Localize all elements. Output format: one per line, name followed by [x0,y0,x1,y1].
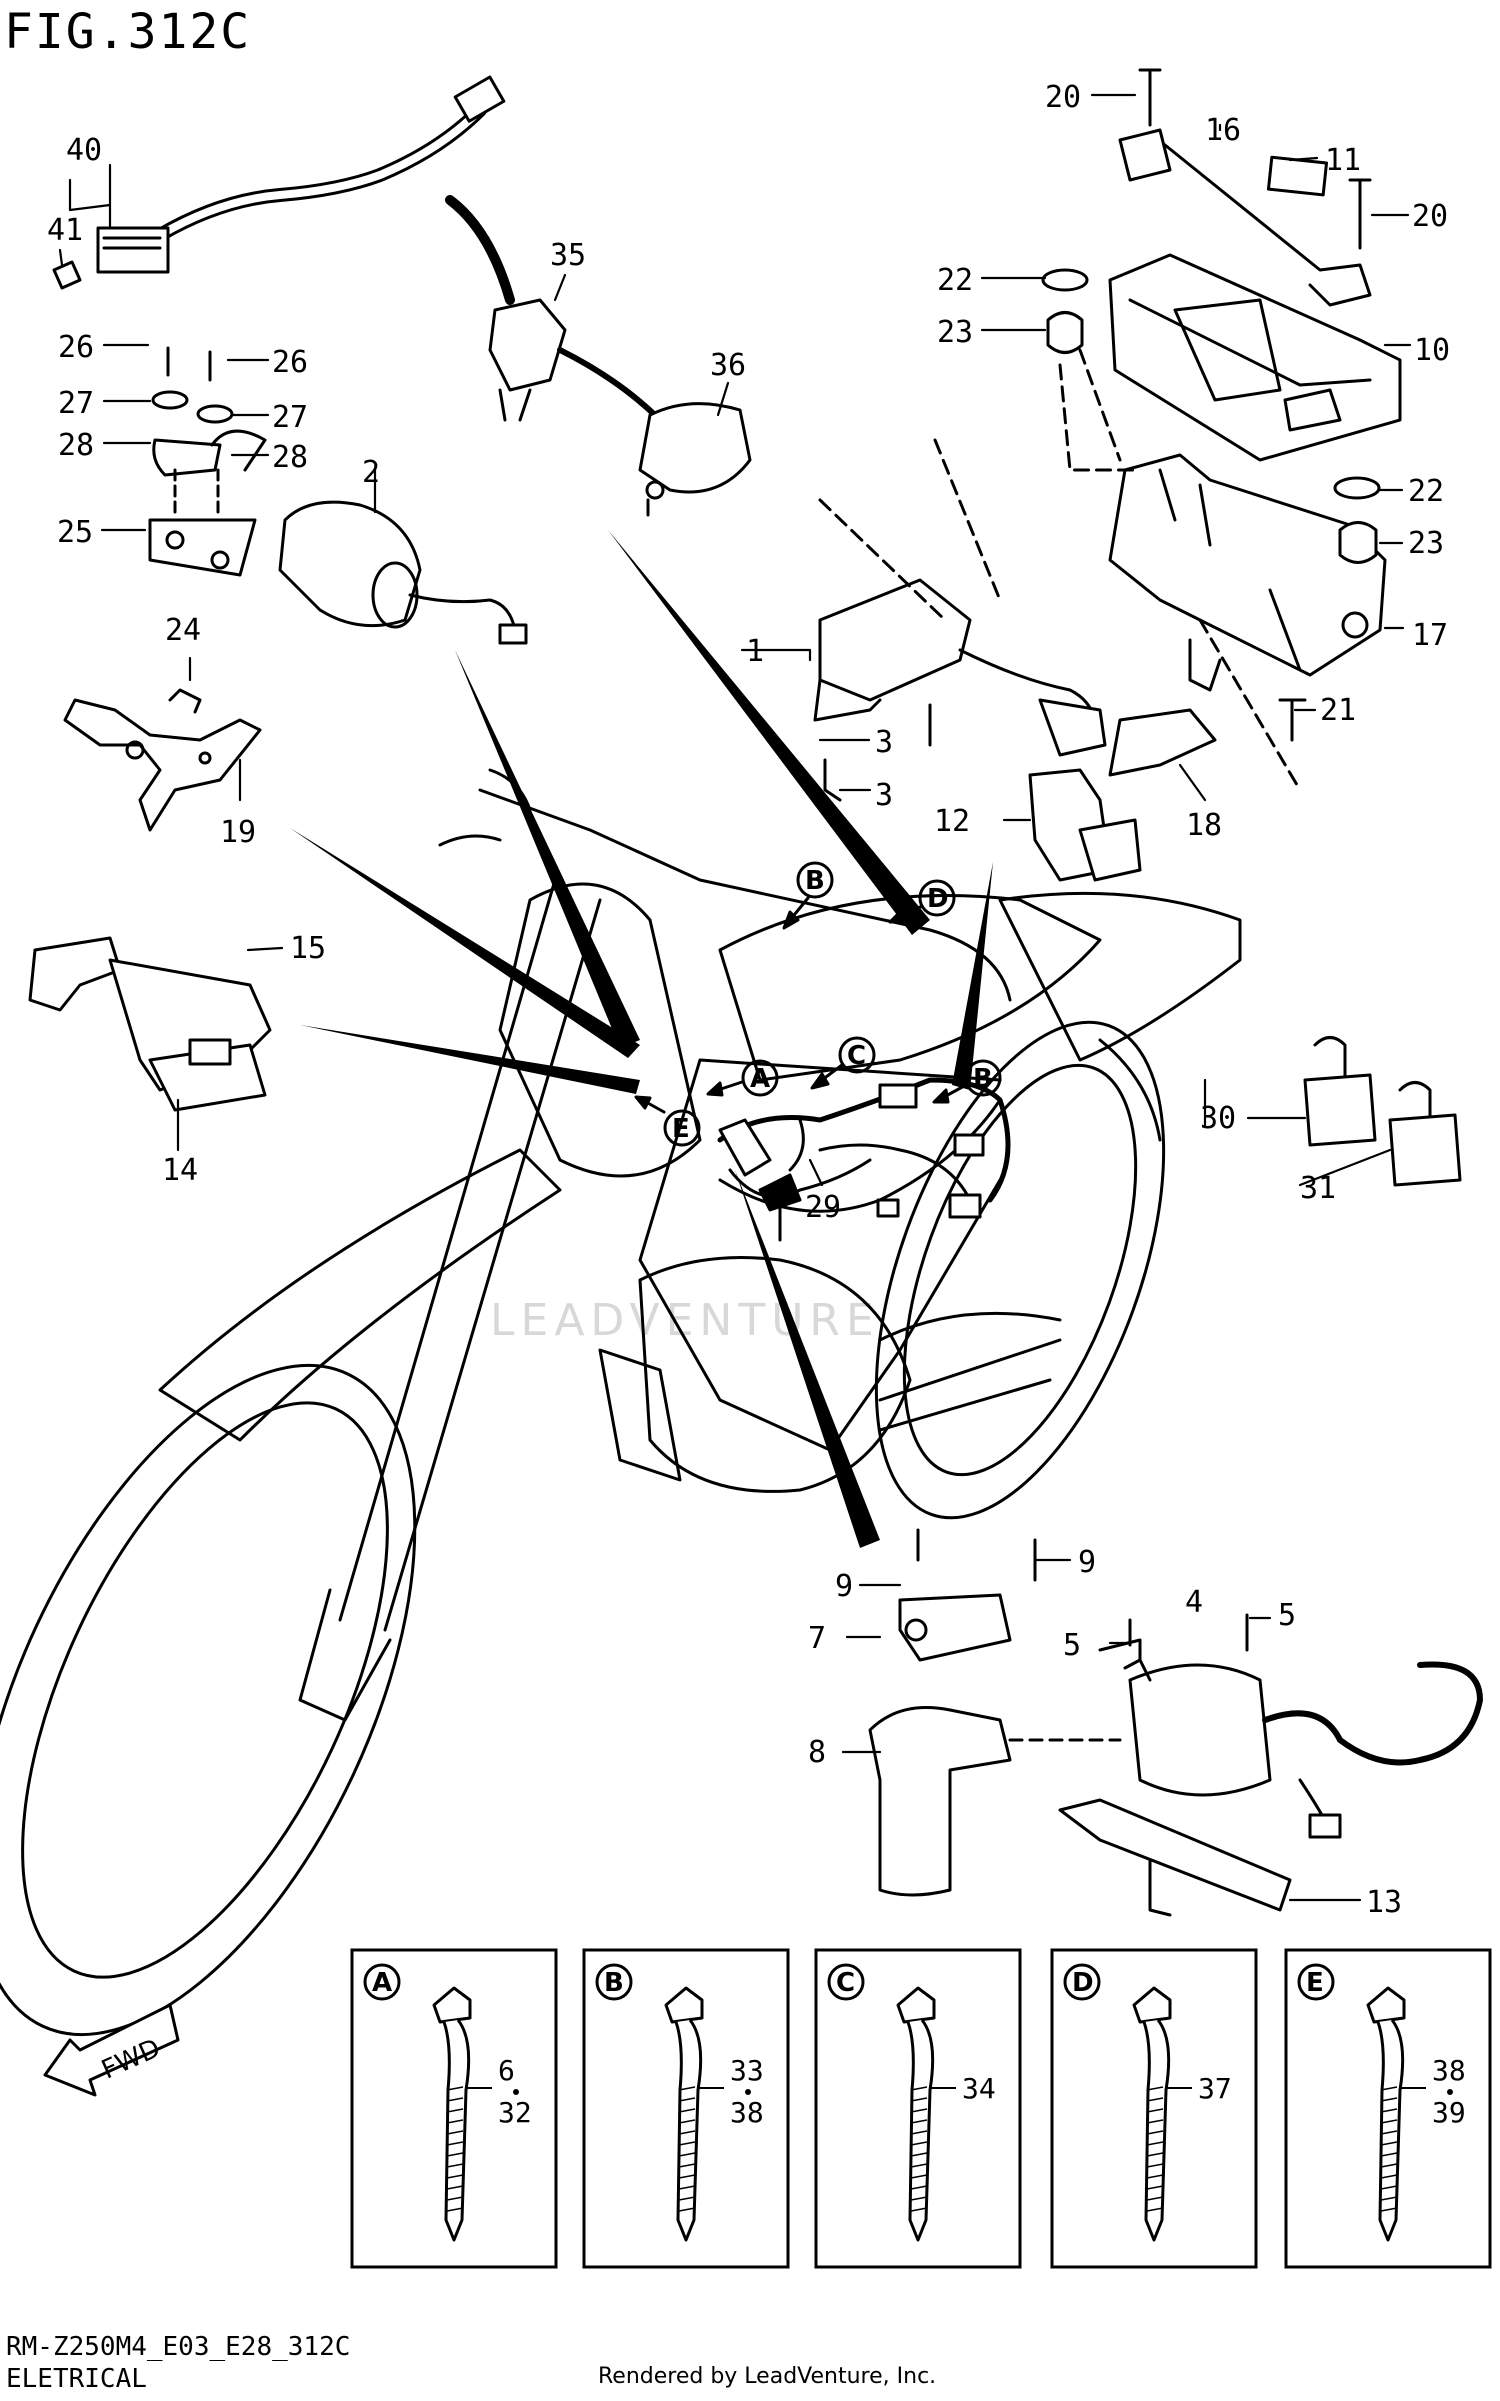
detail-part-number: 34 [962,2072,996,2105]
cable-tie-detail-boxes: A 6 32 B 33 38 C 34 D 37 E 38 39 [350,1948,1492,2269]
detail-box-letter: D [1072,1968,1094,1998]
part-10-ecu [1108,253,1402,462]
callout-25: 25 [57,515,93,550]
detail-box-e: E 38 39 [1284,1948,1492,2269]
callout-2: 2 [362,455,380,490]
ecu-fasteners [1041,68,1381,792]
callout-28: 28 [58,428,94,463]
callout-36: 36 [710,348,746,383]
callout-12: 12 [934,804,970,839]
fwd-arrow: FWD [43,2003,180,2097]
callout-18: 18 [1186,808,1222,843]
callout-13: 13 [1366,1885,1402,1920]
svg-text:A: A [750,1064,770,1094]
callout-22: 22 [1408,474,1444,509]
callout-31: 31 [1300,1171,1336,1206]
callout-19: 19 [220,815,256,850]
figure-title: FIG.312C [4,4,252,60]
svg-text:D: D [927,884,949,914]
callout-15: 15 [290,931,326,966]
callout-27: 27 [272,400,308,435]
detail-box-letter: B [604,1968,624,1998]
callout-20: 20 [1045,80,1081,115]
callout-5: 5 [1278,1598,1296,1633]
part-35-36-switch [445,195,752,517]
pointer-wedges [290,530,993,1548]
callout-16: 16 [1205,113,1241,148]
detail-box-d: D 37 [1050,1948,1258,2269]
detail-part-number: 39 [1432,2096,1466,2129]
detail-box-b: B 33 38 [582,1948,790,2269]
detail-box-letter: C [836,1968,855,1998]
detail-box-letter: A [372,1968,392,1998]
detail-part-number: 37 [1198,2072,1232,2105]
callout-23: 23 [1408,526,1444,561]
part-16-17-holder [1108,128,1387,692]
callout-35: 35 [550,238,586,273]
part-25-bracket [148,346,267,577]
part-30-31-couplers [1303,1036,1462,1187]
callout-labels: 1 2 3 3 4 5 5 7 8 9 9 10 11 12 13 14 15 … [47,80,1450,1920]
harness-markers: B D A C B E [634,861,1002,1147]
part-2-relay [278,500,528,645]
leader-lines [58,93,1412,1902]
render-credit: Rendered by LeadVenture, Inc. [598,2364,937,2389]
callout-10: 10 [1414,333,1450,368]
detail-separator-dot [513,2089,519,2095]
callout-23: 23 [937,315,973,350]
callout-8: 8 [808,1735,826,1770]
part-18-bracket [1108,708,1217,777]
callout-22: 22 [937,263,973,298]
callout-9: 9 [835,1569,853,1604]
callout-7: 7 [808,1621,826,1656]
svg-text:E: E [672,1114,690,1144]
callout-21: 21 [1320,693,1356,728]
detail-part-number: 32 [498,2096,532,2129]
detail-separator-dot [745,2089,751,2095]
detail-box-letter: E [1306,1968,1324,1998]
detail-part-number: 38 [730,2096,764,2129]
section-name: ELETRICAL [6,2364,147,2394]
part-4-ignition-coil [1058,1613,1483,1917]
part-7-8-9-plugcap [868,1528,1122,1897]
callout-30: 30 [1200,1101,1236,1136]
callout-1: 1 [746,634,764,669]
part-14-bracket [28,936,272,1112]
svg-text:C: C [847,1041,866,1071]
motorcycle-outline [0,768,1242,2037]
svg-text:B: B [805,866,825,896]
callout-24: 24 [165,613,201,648]
detail-part-number: 38 [1432,2054,1466,2087]
callout-29: 29 [805,1190,841,1225]
part-19-bracket [63,688,262,832]
callout-27: 27 [58,386,94,421]
callout-26: 26 [272,345,308,380]
part-12-connector [1028,768,1142,882]
callout-14: 14 [162,1153,198,1188]
part-1-cdi [813,438,1107,802]
callout-28: 28 [272,440,308,475]
callout-40: 40 [66,133,102,168]
diagram-code: RM-Z250M4_E03_E28_312C [6,2332,351,2362]
callout-3: 3 [875,778,893,813]
callout-4: 4 [1185,1585,1203,1620]
detail-separator-dot [1447,2089,1453,2095]
watermark: LEADVENTURE [490,1295,880,1346]
callout-11: 11 [1325,143,1361,178]
detail-box-a: A 6 32 [350,1948,558,2269]
callout-20: 20 [1412,199,1448,234]
callout-3: 3 [875,725,893,760]
callout-9: 9 [1078,1545,1096,1580]
svg-text:B: B [973,1064,993,1094]
detail-part-number: 33 [730,2054,764,2087]
detail-box-c: C 34 [814,1948,1022,2269]
callout-26: 26 [58,330,94,365]
callout-17: 17 [1412,618,1448,653]
callout-41: 41 [47,213,83,248]
detail-part-number: 6 [498,2054,515,2087]
callout-5: 5 [1063,1628,1081,1663]
part-40-harness [52,75,506,290]
